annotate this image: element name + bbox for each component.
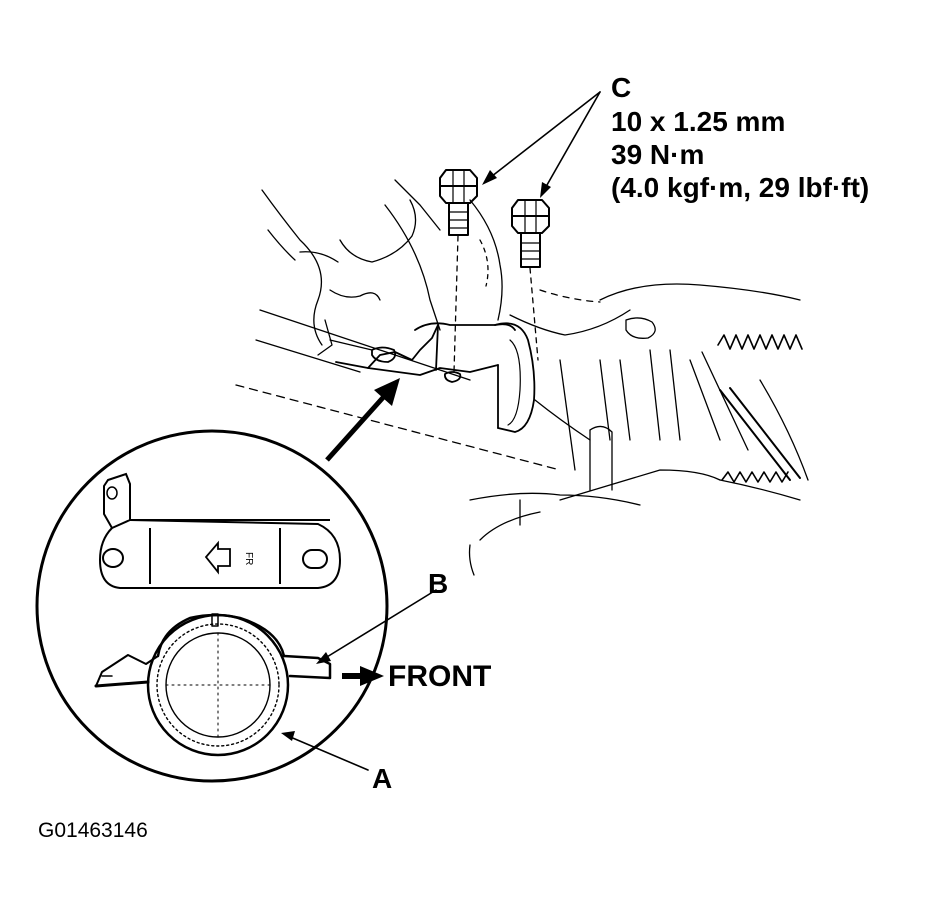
- background-engine-linework: [235, 179, 809, 576]
- torque-spec-nm: 39 N·m: [611, 139, 705, 170]
- label-c: C: [611, 72, 632, 103]
- bracket-b-top-view: [98, 472, 342, 589]
- bolt-size-spec: 10 x 1.25 mm: [611, 106, 786, 137]
- detail-circle: [35, 429, 389, 783]
- bolt-c-right: [511, 199, 550, 268]
- figure-code: G01463146: [38, 819, 148, 842]
- bolt-c-left: [439, 169, 478, 236]
- torque-spec-alt-units: (4.0 kgf·m, 29 lbf·ft): [611, 172, 870, 203]
- label-b: B: [428, 568, 449, 599]
- front-direction-arrow: [342, 666, 384, 686]
- bracket-fr-marking: FR: [243, 552, 254, 565]
- detail-pointer-arrow: [325, 378, 400, 462]
- bolt-install-paths: [453, 235, 539, 373]
- bushing-a-cross-section: [94, 613, 332, 757]
- leader-arrowheads: [281, 170, 551, 741]
- leader-lines: [287, 91, 601, 771]
- mounted-bracket: [335, 322, 536, 433]
- label-front: FRONT: [388, 660, 492, 693]
- label-a: A: [372, 763, 393, 794]
